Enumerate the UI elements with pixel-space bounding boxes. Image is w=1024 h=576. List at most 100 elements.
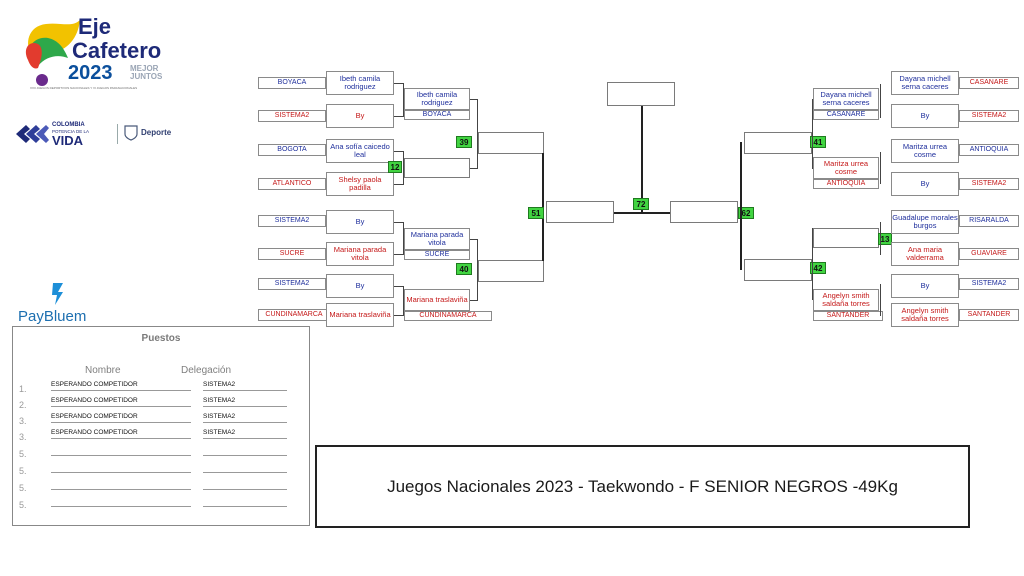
standings-delegation: SISTEMA2: [203, 381, 287, 391]
competitor-cell[interactable]: Angelyn smith saldaña torres: [891, 303, 959, 327]
connector: [641, 106, 643, 212]
empty-slot: [478, 260, 544, 282]
connector: [880, 284, 881, 316]
delegation-cell: CASANARE: [959, 77, 1019, 89]
competitor-cell[interactable]: Angelyn smith saldaña torres: [813, 289, 879, 311]
final-slot: [607, 82, 675, 106]
connector: [812, 99, 813, 169]
standings-rank: 5.: [19, 483, 27, 493]
logo-games-line: XXII JUEGOS DEPORTIVOS NACIONALES Y VI J…: [30, 86, 138, 90]
competitor-cell[interactable]: By: [891, 274, 959, 298]
standings-row: 2. ESPERANDO COMPETIDOR SISTEMA2: [19, 397, 309, 413]
logo-cafetero: Cafetero: [72, 38, 162, 63]
competitor-cell[interactable]: By: [891, 104, 959, 128]
competitor-cell[interactable]: By: [326, 274, 394, 298]
empty-slot: [404, 158, 470, 178]
delegation-cell: ATLANTICO: [258, 178, 326, 190]
standings-delegation: [203, 480, 287, 490]
connector: [614, 212, 670, 214]
delegation-cell: SISTEMA2: [258, 110, 326, 122]
delegation-cell: SANTANDER: [813, 311, 883, 321]
standings-delegation: [203, 497, 287, 507]
paybluem-logo: PayBluem: [16, 282, 106, 325]
delegation-cell: SANTANDER: [959, 309, 1019, 321]
standings-panel: Puestos Nombre Delegación 1. ESPERANDO C…: [12, 326, 310, 526]
standings-delegation: SISTEMA2: [203, 397, 287, 407]
standings-name: [51, 446, 191, 456]
connector: [394, 151, 404, 152]
standings-delegation: [203, 446, 287, 456]
delegation-cell: BOGOTA: [258, 144, 326, 156]
competitor-cell[interactable]: Ana maria valderrama: [891, 242, 959, 266]
empty-slot: [744, 132, 812, 154]
standings-name: ESPERANDO COMPETIDOR: [51, 429, 191, 439]
competitor-cell[interactable]: Mariana parada vitola: [326, 242, 394, 266]
standings-row: 5.: [19, 480, 309, 496]
connector: [394, 83, 404, 84]
leaf-icon: [25, 20, 80, 86]
logo-juntos: JUNTOS: [130, 72, 163, 81]
standings-title: Puestos: [141, 333, 181, 344]
standings-row: 5.: [19, 463, 309, 479]
delegation-cell: BOYACA: [404, 110, 470, 120]
match-number-badge: 13: [878, 233, 892, 245]
competitor-cell[interactable]: Maritza urrea cosme: [813, 157, 879, 179]
connector: [477, 99, 478, 169]
logo-year: 2023: [68, 62, 113, 84]
delegation-cell: ANTIOQUIA: [959, 144, 1019, 156]
connector: [740, 142, 742, 270]
match-number-badge: 39: [456, 136, 472, 148]
colombia-emblem-icon: [16, 125, 49, 143]
connector: [470, 300, 478, 301]
connector: [394, 315, 404, 316]
connector: [880, 222, 881, 255]
competitor-cell[interactable]: By: [326, 210, 394, 234]
standings-row: 5.: [19, 497, 309, 513]
competitor-cell[interactable]: Dayana michell serna caceres: [891, 71, 959, 95]
match-number-badge: 40: [456, 263, 472, 275]
competitor-cell[interactable]: Mariana traslaviña: [326, 303, 394, 327]
match-number-badge: 41: [810, 136, 826, 148]
competitor-cell[interactable]: Guadalupe morales burgos: [891, 210, 959, 234]
connector: [394, 254, 404, 255]
competitor-cell[interactable]: Mariana parada vitola: [404, 228, 470, 250]
competitor-cell[interactable]: By: [891, 172, 959, 196]
empty-slot: [546, 201, 614, 223]
competitor-cell[interactable]: By: [326, 104, 394, 128]
connector: [403, 286, 404, 316]
delegation-cell: SISTEMA2: [959, 110, 1019, 122]
connector: [880, 84, 881, 118]
competitor-cell[interactable]: Maritza urrea cosme: [891, 139, 959, 163]
match-number-badge: 42: [810, 262, 826, 274]
standings-row: 5.: [19, 446, 309, 462]
connector: [477, 239, 478, 301]
connector: [403, 222, 404, 255]
connector: [470, 239, 478, 240]
competitor-cell[interactable]: Ibeth camila rodriguez: [326, 71, 394, 95]
competitor-cell[interactable]: Dayana michell serna caceres: [813, 88, 879, 110]
standings-rank: 5.: [19, 500, 27, 510]
connector: [403, 83, 404, 117]
competitor-cell[interactable]: Mariana traslaviña: [404, 289, 470, 311]
competitor-cell[interactable]: Shelsy paola padilla: [326, 172, 394, 196]
standings-name: [51, 497, 191, 507]
competitor-cell[interactable]: Ibeth camila rodriguez: [404, 88, 470, 110]
standings-col-name: Nombre: [85, 365, 121, 376]
delegation-cell: SUCRE: [258, 248, 326, 260]
delegation-cell: SISTEMA2: [258, 278, 326, 290]
competitor-cell[interactable]: Ana sofía caicedo leal: [326, 139, 394, 163]
vida-label: VIDA: [52, 133, 84, 148]
standings-name: ESPERANDO COMPETIDOR: [51, 381, 191, 391]
standings-name: ESPERANDO COMPETIDOR: [51, 397, 191, 407]
delegation-cell: BOYACA: [258, 77, 326, 89]
standings-name: [51, 480, 191, 490]
standings-name: [51, 463, 191, 473]
colombia-vida-logo: COLOMBIA POTENCIA DE LA VIDA Deporte: [14, 121, 189, 149]
delegation-cell: RISARALDA: [959, 215, 1019, 227]
connector: [470, 99, 478, 100]
shield-icon: [124, 125, 138, 141]
logo-eje: Eje: [78, 14, 112, 39]
standings-delegation: SISTEMA2: [203, 429, 287, 439]
match-number-badge: 62: [738, 207, 754, 219]
deporte-label: Deporte: [141, 128, 172, 137]
